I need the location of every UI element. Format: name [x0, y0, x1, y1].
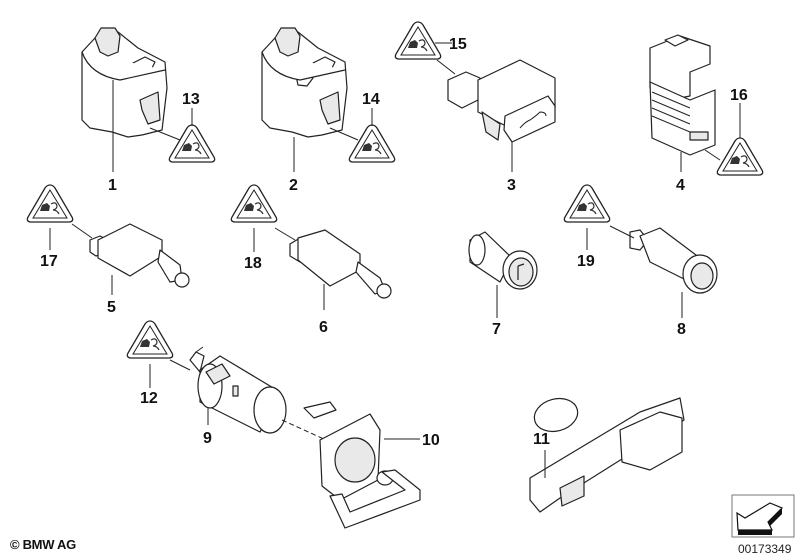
- part-2-switch-double[interactable]: [261, 27, 359, 172]
- callout-18[interactable]: 18: [244, 255, 262, 272]
- callout-1[interactable]: 1: [108, 177, 117, 194]
- callout-6[interactable]: 6: [319, 319, 328, 336]
- callout-17[interactable]: 17: [40, 253, 58, 270]
- callout-9[interactable]: 9: [203, 430, 212, 447]
- warning-icon-19: [563, 184, 611, 223]
- callout-15[interactable]: 15: [449, 36, 467, 53]
- part-10-socket-housing[interactable]: [303, 401, 421, 529]
- warning-icon-17: [26, 184, 74, 223]
- part-9-lighter-socket[interactable]: [149, 346, 327, 441]
- callout-8[interactable]: 8: [677, 321, 686, 338]
- callout-3[interactable]: 3: [507, 177, 516, 194]
- callout-14[interactable]: 14: [362, 91, 380, 108]
- callout-7[interactable]: 7: [492, 321, 501, 338]
- part-8-socket[interactable]: [586, 225, 718, 318]
- warning-icon-12: [126, 320, 174, 359]
- callout-12[interactable]: 12: [140, 390, 158, 407]
- callout-13[interactable]: 13: [182, 91, 200, 108]
- warning-icon-18: [230, 184, 278, 223]
- warning-icon-15: [394, 21, 442, 60]
- callout-5[interactable]: 5: [107, 299, 116, 316]
- callout-19[interactable]: 19: [577, 253, 595, 270]
- callout-16[interactable]: 16: [730, 87, 748, 104]
- part-4-module[interactable]: [649, 34, 741, 172]
- part-1-switch-single[interactable]: [81, 27, 181, 172]
- callout-10[interactable]: 10: [422, 432, 440, 449]
- document-number: 00173349: [738, 542, 792, 556]
- part-5-light-switch[interactable]: [49, 223, 190, 295]
- part-6-light-switch[interactable]: [253, 227, 392, 310]
- callout-4[interactable]: 4: [676, 177, 685, 194]
- part-7-lighter[interactable]: [468, 231, 538, 318]
- part-3-trunk-switch[interactable]: [435, 42, 556, 172]
- back-arrow-icon[interactable]: [731, 494, 795, 538]
- warning-icon-16: [716, 137, 764, 176]
- callout-2[interactable]: 2: [289, 177, 298, 194]
- part-11-sensor-strip[interactable]: [529, 394, 685, 513]
- warning-icon-13: [168, 124, 216, 163]
- warning-icon-14: [348, 124, 396, 163]
- copyright-label: © BMW AG: [10, 537, 76, 552]
- callout-11[interactable]: 11: [533, 431, 550, 448]
